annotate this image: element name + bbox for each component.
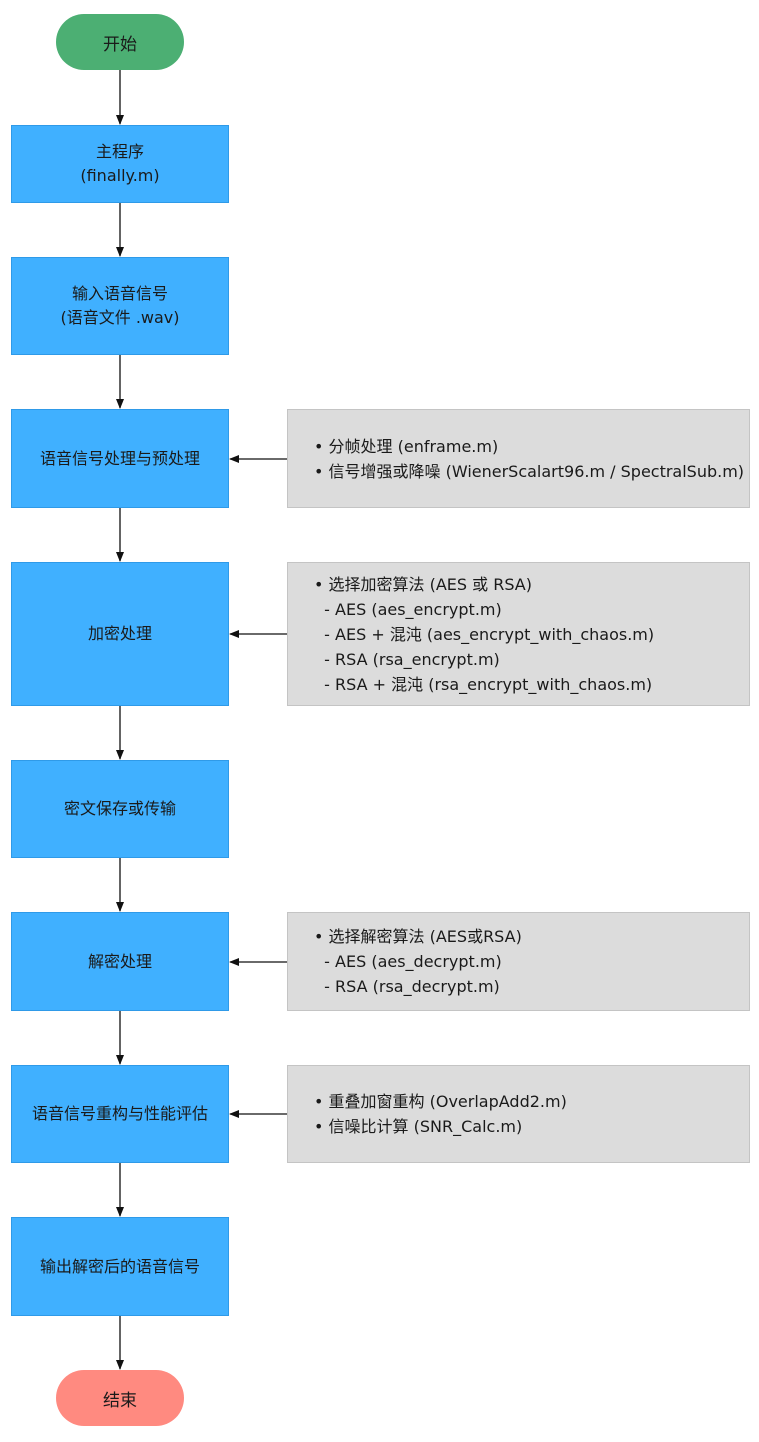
note-decrypt: • 选择解密算法 (AES或RSA) - AES (aes_decrypt.m)… — [287, 912, 750, 1011]
note-encrypt: • 选择加密算法 (AES 或 RSA) - AES (aes_encrypt.… — [287, 562, 750, 706]
step-decrypt: 解密处理 — [11, 912, 229, 1011]
note-decrypt-line: - RSA (rsa_decrypt.m) — [314, 977, 500, 996]
note-preprocess-line: • 分帧处理 (enframe.m) — [314, 436, 499, 456]
step-encrypt-title: 加密处理 — [87, 624, 152, 643]
start-label: 开始 — [103, 34, 137, 55]
step-save-transmit-title: 密文保存或传输 — [63, 799, 176, 818]
note-encrypt-line: - RSA (rsa_encrypt.m) — [314, 649, 500, 669]
step-encrypt: 加密处理 — [11, 562, 229, 706]
note-encrypt-line: - RSA + 混沌 (rsa_encrypt_with_chaos.m) — [314, 674, 653, 694]
step-main-program-title: 主程序 — [95, 142, 144, 161]
step-input-signal-title: 输入语音信号 — [71, 284, 168, 303]
note-preprocess: • 分帧处理 (enframe.m) • 信号增强或降噪 (WienerScal… — [287, 409, 750, 508]
step-preprocess-title: 语音信号处理与预处理 — [39, 448, 200, 468]
step-output: 输出解密后的语音信号 — [11, 1217, 229, 1316]
note-reconstruct-line: • 信噪比计算 (SNR_Calc.m) — [314, 1117, 523, 1136]
step-main-program: 主程序 (finally.m) — [11, 125, 229, 203]
step-input-signal: 输入语音信号 (语音文件 .wav) — [11, 257, 229, 355]
note-reconstruct: • 重叠加窗重构 (OverlapAdd2.m) • 信噪比计算 (SNR_Ca… — [287, 1065, 750, 1163]
start-node: 开始 — [56, 14, 184, 70]
note-decrypt-line: • 选择解密算法 (AES或RSA) — [314, 927, 522, 946]
end-label: 结束 — [103, 1390, 137, 1411]
step-input-signal-file: (语音文件 .wav) — [60, 308, 180, 327]
note-preprocess-line: • 信号增强或降噪 (WienerScalart96.m / SpectralS… — [314, 461, 745, 481]
step-reconstruct: 语音信号重构与性能评估 — [11, 1065, 229, 1163]
note-reconstruct-line: • 重叠加窗重构 (OverlapAdd2.m) — [314, 1092, 567, 1111]
note-encrypt-line: • 选择加密算法 (AES 或 RSA) — [314, 574, 532, 594]
note-encrypt-line: - AES (aes_encrypt.m) — [314, 599, 502, 619]
step-reconstruct-title: 语音信号重构与性能评估 — [31, 1104, 208, 1123]
end-node: 结束 — [56, 1370, 184, 1426]
step-preprocess: 语音信号处理与预处理 — [11, 409, 229, 508]
step-save-transmit: 密文保存或传输 — [11, 760, 229, 858]
step-decrypt-title: 解密处理 — [87, 951, 152, 971]
note-encrypt-line: - AES + 混沌 (aes_encrypt_with_chaos.m) — [314, 624, 655, 644]
step-output-title: 输出解密后的语音信号 — [39, 1256, 200, 1276]
step-main-program-file: (finally.m) — [80, 166, 160, 185]
note-decrypt-line: - AES (aes_decrypt.m) — [314, 952, 502, 971]
